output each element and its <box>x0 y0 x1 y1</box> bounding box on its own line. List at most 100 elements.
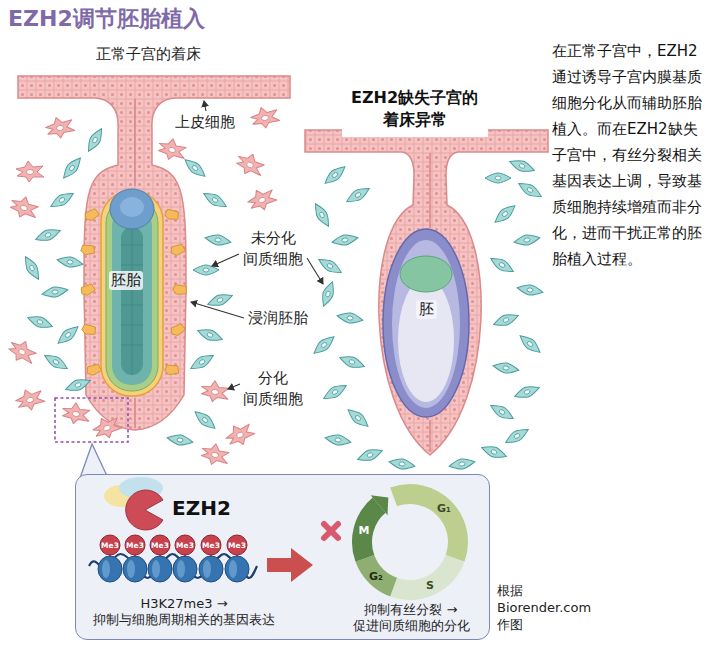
methyl-mark: Me3 <box>202 541 220 550</box>
stroma-cell <box>166 433 193 447</box>
stroma-cell <box>192 408 218 432</box>
phase-label: M <box>359 524 370 537</box>
heading-box: EZH2缺失子宫的 着床异常 <box>342 82 488 137</box>
stroma-cell <box>245 185 278 214</box>
stroma-cells <box>5 105 281 469</box>
stroma-cell <box>42 351 70 373</box>
embryo-label: 胚胎 <box>109 271 143 290</box>
stroma-cell <box>233 149 267 180</box>
stroma-cell <box>41 285 68 299</box>
panel-caption: 抑制有丝分裂 →促进间质细胞的分化 <box>353 602 470 635</box>
leader-line <box>191 302 244 318</box>
stroma-cell <box>356 446 384 464</box>
stroma-cell <box>503 425 531 447</box>
stroma-cell <box>199 441 231 469</box>
methyl-mark: Me3 <box>101 541 119 550</box>
stroma-cell <box>64 376 92 394</box>
credit-note: 根据 Biorender.com 作图 <box>497 583 591 634</box>
lumen-line <box>134 99 135 186</box>
stroma-cell <box>508 157 536 175</box>
callout-wedge <box>80 444 108 478</box>
methyl-mark: Me3 <box>176 541 194 550</box>
stroma-cell <box>201 189 229 211</box>
embryo-drawing <box>382 228 470 418</box>
stroma-cell <box>448 457 475 471</box>
stroma-cell <box>344 184 372 206</box>
invading-cell <box>80 244 96 256</box>
stroma-cell <box>84 126 106 154</box>
stroma-cell <box>516 179 544 201</box>
leader-line <box>212 254 239 266</box>
lumen-line <box>134 398 135 428</box>
stroma-cell <box>16 161 44 182</box>
stroma-cell <box>316 255 344 277</box>
stroma-cell <box>513 233 540 247</box>
embryo-label: 胚 <box>416 300 437 319</box>
epithelium <box>305 130 548 455</box>
description-text: 在正常子宫中，EZH2通过诱导子宫内膜基质细胞分化从而辅助胚胎植入。而在EZH2… <box>552 38 704 272</box>
stroma-cell <box>319 280 337 308</box>
stroma-cell <box>223 419 257 450</box>
stroma-cell <box>48 189 76 211</box>
invading-cell <box>170 323 187 337</box>
section-label: 正常子宫的着床 <box>96 45 201 64</box>
callout-label: 分化 间质细胞 <box>243 368 303 410</box>
stroma-cell <box>55 323 81 347</box>
stroma-cell <box>345 406 371 430</box>
stroma-cell <box>324 433 351 447</box>
methyl-mark: Me3 <box>126 541 144 550</box>
stroma-cell <box>331 233 358 247</box>
lumen-line <box>429 153 430 228</box>
zoom-box <box>55 398 128 442</box>
leader-line <box>307 258 323 284</box>
stroma-cell <box>388 457 415 471</box>
stroma-cell <box>182 156 208 180</box>
stroma-cell <box>199 379 230 405</box>
stroma-cell <box>206 291 234 309</box>
stroma-cell <box>321 381 349 403</box>
stroma-cell <box>156 136 188 164</box>
invading-cell <box>81 323 98 337</box>
stroma-cell <box>60 401 91 427</box>
stroma-cell <box>492 361 519 375</box>
methyl-mark: Me3 <box>228 541 246 550</box>
embryo-shape: 胚胎 <box>100 185 164 397</box>
stroma-cell <box>492 202 518 226</box>
stroma-cell <box>338 353 366 371</box>
embryo-shape: 胚 <box>382 228 470 418</box>
stroma-cell <box>480 443 508 461</box>
stroma-cell <box>492 311 520 329</box>
stroma-cell <box>193 265 219 275</box>
stroma-cell <box>517 332 543 356</box>
invading-cell <box>172 283 188 296</box>
stroma-cell <box>249 105 280 131</box>
heading-text: EZH2缺失子宫的 着床异常 <box>351 87 478 132</box>
lumen-line <box>429 420 430 452</box>
embryo-drawing <box>100 185 164 397</box>
callout-label: 浸润胚胎 <box>248 309 308 328</box>
stroma-cells <box>311 157 544 471</box>
stroma-cell <box>513 383 541 401</box>
stroma-cell <box>311 201 333 229</box>
phase-label: G₂ <box>369 570 383 583</box>
leader-line <box>228 384 240 389</box>
protein-name: EZH2 <box>172 496 231 520</box>
leader-lines <box>191 101 323 389</box>
invading-cell <box>80 283 96 296</box>
panel-caption: H3K27me3 →抑制与细胞周期相关的基因表达 <box>93 596 275 629</box>
phase-label: G₁ <box>437 502 451 515</box>
invading-cell <box>170 244 186 256</box>
stroma-cell <box>488 254 516 276</box>
callout-label: 上皮细胞 <box>175 113 235 132</box>
stroma-cell <box>90 413 123 442</box>
stroma-cell <box>56 255 83 269</box>
stroma-cell <box>44 115 75 141</box>
stroma-cell <box>488 401 516 423</box>
diagram-title: EZH2调节胚胎植入 <box>8 4 205 34</box>
stroma-cell <box>60 155 84 181</box>
stroma-cell <box>204 233 231 247</box>
panel-box: H3K27me3 →抑制与细胞周期相关的基因表达 抑制有丝分裂 →促进间质细胞的分… <box>75 474 490 640</box>
stroma-cell <box>14 386 46 414</box>
stroma-cell <box>516 283 543 297</box>
